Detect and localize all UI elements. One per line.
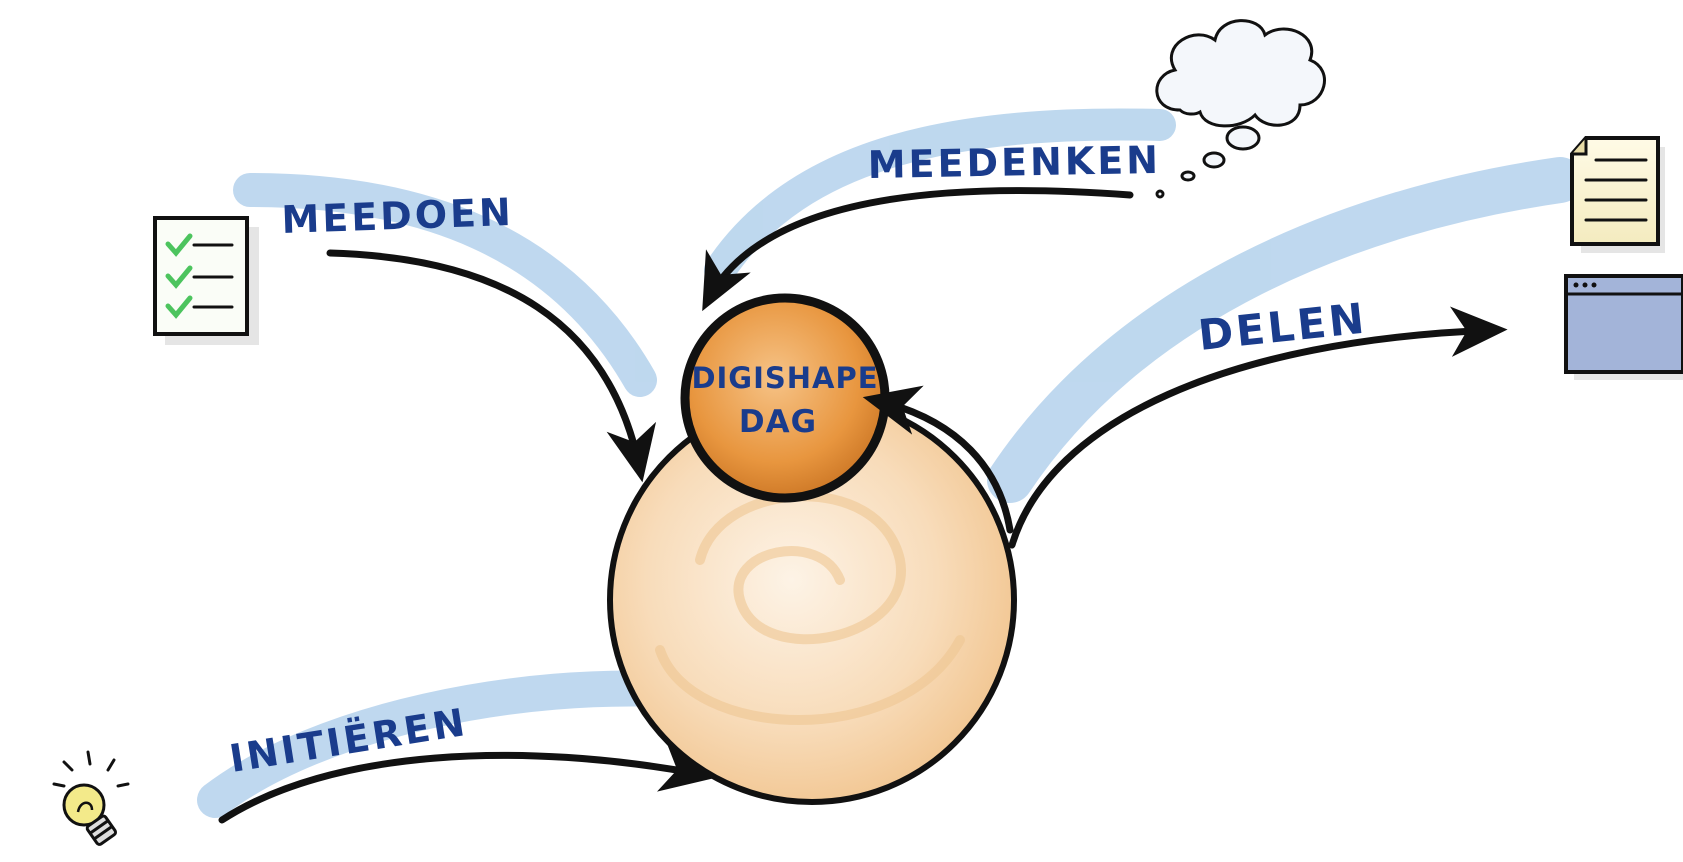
return-arrow bbox=[862, 385, 1014, 534]
browser-window-icon bbox=[1564, 274, 1683, 380]
meedenken-arrow bbox=[702, 187, 1134, 312]
label-meedenken: MEEDENKEN bbox=[867, 138, 1161, 187]
hub-label-line1: DIGISHAPE bbox=[691, 361, 878, 395]
hub-label-line2: DAG bbox=[739, 404, 817, 440]
document-icon bbox=[1570, 136, 1665, 253]
meedoen-stroke bbox=[233, 173, 657, 397]
blue-watercolor-strokes bbox=[197, 108, 1583, 818]
label-meedoen: MEEDOEN bbox=[281, 190, 515, 242]
meedoen-arrow bbox=[326, 249, 657, 483]
thought-cloud-icon bbox=[1155, 19, 1326, 199]
meedenken-stroke bbox=[704, 108, 1176, 286]
flow-arrows bbox=[218, 187, 1508, 824]
delen-arrow bbox=[1008, 306, 1508, 549]
lightbulb-icon bbox=[52, 750, 130, 846]
delen-stroke bbox=[987, 157, 1583, 503]
hub-circle bbox=[680, 293, 890, 503]
initieren-arrow bbox=[218, 742, 718, 824]
initieren-stroke bbox=[197, 670, 698, 818]
checklist-icon bbox=[153, 216, 259, 345]
